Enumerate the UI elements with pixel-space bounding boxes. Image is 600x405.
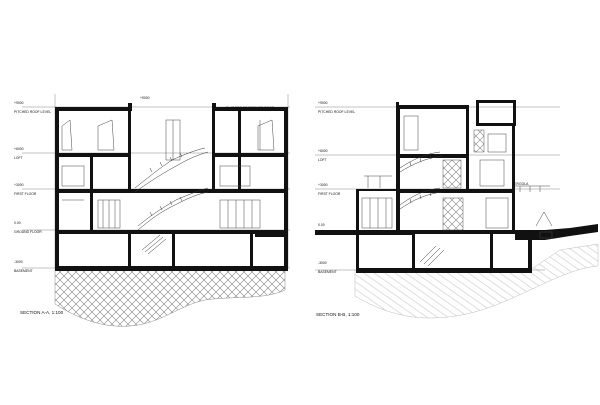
section-b-label-loft: LOFT <box>318 158 327 162</box>
section-a-stairs <box>134 147 209 255</box>
section-b-elev-ground: 0.00 <box>318 223 325 227</box>
section-a-label-roof: PITCHED ROOF LEVEL <box>14 110 51 114</box>
section-b: +9000 PITCHED ROOF LEVEL +6000 LOFT +300… <box>315 100 599 319</box>
section-a-ground <box>54 267 286 327</box>
section-a-elev-roof: +9000 <box>14 101 24 105</box>
section-a-label-loft: LOFT <box>14 156 23 160</box>
section-a-label-ground: GROUND FLOOR <box>14 230 42 234</box>
section-a-level-labels: +9000 PITCHED ROOF LEVEL +6000 LOFT +300… <box>14 101 51 273</box>
section-a-label-first: FIRST FLOOR <box>14 192 37 196</box>
section-b-label-basement: BASEMENT <box>318 270 337 274</box>
section-a-elev-basement: -3000 <box>14 260 23 264</box>
section-a: +9000 PITCHED ROOF LEVEL +6000 LOFT +300… <box>14 94 290 327</box>
section-a-elev-first: +3000 <box>14 183 24 187</box>
section-b-label-roof: PITCHED ROOF LEVEL <box>318 110 355 114</box>
section-a-caption: SECTION A-A, 1:100 <box>20 310 64 315</box>
section-b-windows <box>361 115 553 239</box>
section-b-elev-basement: -3000 <box>318 261 327 265</box>
section-b-annotation: PERGOLA <box>512 182 529 186</box>
section-b-caption: SECTION B-B, 1:100 <box>316 312 360 317</box>
section-a-elev-ground: 0.00 <box>14 221 21 225</box>
section-b-panels <box>442 129 485 231</box>
section-a-windows <box>61 119 275 229</box>
section-b-elev-first: +3000 <box>318 183 328 187</box>
section-b-elev-roof: +9000 <box>318 101 328 105</box>
section-a-elev-loft: +6000 <box>14 147 24 151</box>
section-b-ground <box>354 243 599 319</box>
section-a-dimension: +9000 <box>140 96 150 100</box>
section-b-label-first: FIRST FLOOR <box>318 192 341 196</box>
section-b-structure <box>315 100 598 273</box>
section-a-structure <box>55 103 288 271</box>
section-b-elev-loft: +6000 <box>318 149 328 153</box>
section-a-label-basement: BASEMENT <box>14 269 33 273</box>
section-b-level-labels: +9000 PITCHED ROOF LEVEL +6000 LOFT +300… <box>318 101 355 274</box>
section-b-stairs <box>399 151 445 267</box>
